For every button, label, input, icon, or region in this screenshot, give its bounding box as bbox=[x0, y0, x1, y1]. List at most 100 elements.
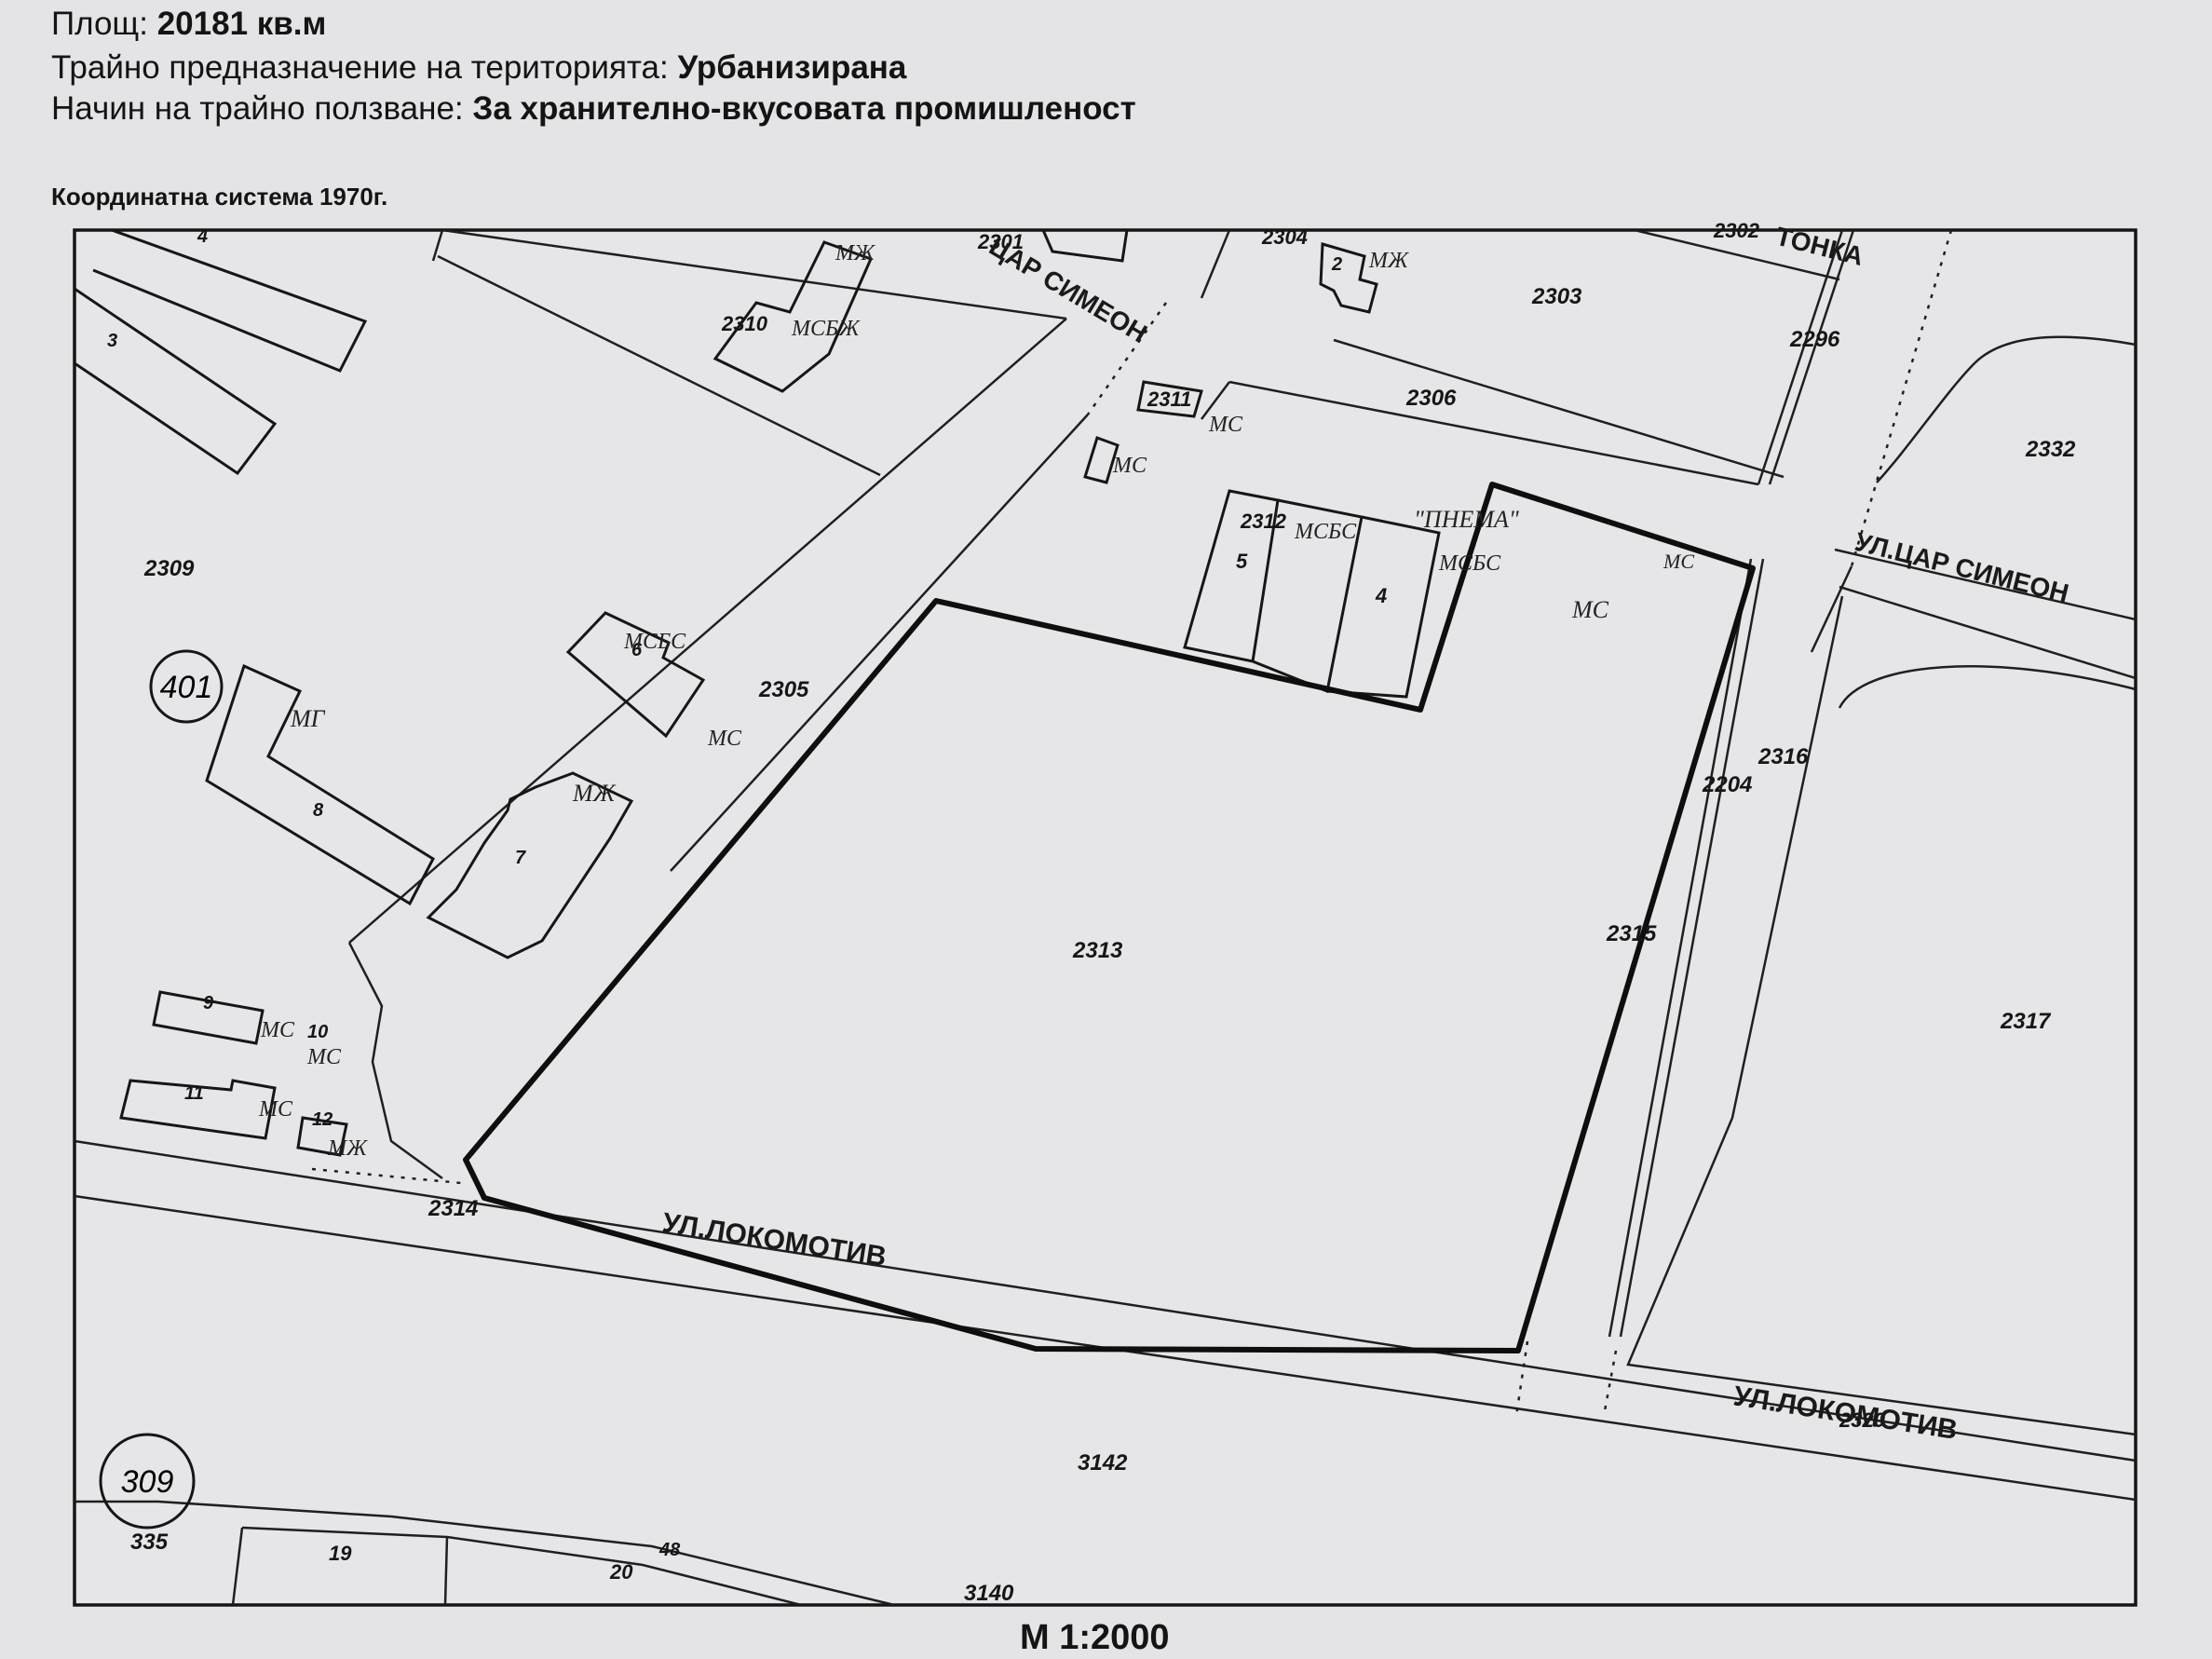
bottom-street-north-edge bbox=[75, 1500, 895, 1605]
simeon-street-east-edge bbox=[670, 414, 1089, 872]
parcel-335-label: 335 bbox=[130, 1530, 169, 1555]
building-number-10: 10 bbox=[307, 1022, 328, 1042]
building-11 bbox=[119, 1079, 277, 1140]
east-street-west-edge-top bbox=[1768, 230, 1855, 485]
building-8 bbox=[205, 663, 435, 906]
building-number-3: 3 bbox=[107, 331, 117, 351]
map-frame bbox=[73, 228, 2137, 1607]
parcel-2204-label: 2204 bbox=[1702, 772, 1752, 797]
usage-code-ms-7: МС bbox=[306, 1045, 342, 1069]
building-number-5: 5 bbox=[1236, 550, 1248, 573]
parcel-2309-label: 2309 bbox=[143, 556, 195, 581]
lot-19-west-line bbox=[231, 1527, 244, 1605]
parcel-2303-south-line bbox=[1333, 338, 1785, 479]
building-6 bbox=[565, 611, 706, 739]
parcel-2304-label: 2304 bbox=[1261, 225, 1308, 249]
parcel-2314-line bbox=[347, 942, 443, 1180]
block-401-circle bbox=[149, 649, 224, 724]
parcel-2311-label: 2311 bbox=[1147, 388, 1191, 411]
usage-code-ms-8: МС bbox=[258, 1097, 293, 1122]
parcel-2320-label: 2320 bbox=[1839, 1408, 1886, 1432]
lokomotiv-street-north-edge bbox=[75, 1139, 2136, 1462]
building-2304 bbox=[1319, 242, 1378, 314]
parcel-3140-label: 3140 bbox=[964, 1581, 1014, 1606]
parcel-2309-north-line bbox=[441, 230, 1067, 320]
area-value: 20181 кв.м bbox=[156, 6, 327, 42]
firm-label-pnema: "ПНЕМА" bbox=[1414, 506, 1519, 533]
purpose-label: Трайно предназначение на територията: bbox=[51, 49, 669, 86]
parcel-2305-label: 2305 bbox=[758, 677, 809, 702]
usage-code-ms-6: МС bbox=[260, 1018, 295, 1042]
parcel-2316-label: 2316 bbox=[1757, 744, 1809, 769]
coordinate-system-label: Координатна система 1970г. bbox=[51, 183, 388, 211]
parcel-2317-boundary bbox=[1626, 595, 2136, 1436]
usage-label: Начин на трайно ползване: bbox=[51, 90, 464, 127]
parcel-2317-label: 2317 bbox=[2000, 1009, 2052, 1034]
east-street-west-edge-top-2 bbox=[1757, 230, 1844, 485]
building-4-top bbox=[92, 230, 368, 373]
east-street-crossing-dotted-1 bbox=[1514, 1340, 1529, 1417]
block-401-label: 401 bbox=[160, 670, 213, 705]
parcel-2301-label: 2301 bbox=[977, 230, 1024, 253]
parcel-2306-label: 2306 bbox=[1405, 386, 1457, 411]
usage-code-msbs-2: МСБС bbox=[1438, 551, 1501, 576]
building-number-12: 12 bbox=[312, 1109, 332, 1130]
block-309-label: 309 bbox=[121, 1464, 174, 1500]
east-street-east-edge bbox=[1810, 565, 1853, 653]
parcel-2332-label: 2332 bbox=[2025, 437, 2076, 462]
usage-line: Начин на трайно ползване: За хранително-… bbox=[51, 92, 1136, 125]
usage-code-msbzh: МСБЖ bbox=[791, 317, 861, 341]
usage-code-mzh-2: МЖ bbox=[835, 241, 875, 265]
usage-code-mzh-1: МЖ bbox=[572, 780, 617, 807]
parcel-2303-west-line bbox=[1200, 230, 1231, 299]
area-label: Площ: bbox=[51, 6, 148, 42]
building-12 bbox=[296, 1116, 348, 1157]
parcel-2302-label: 2302 bbox=[1713, 219, 1760, 242]
building-9 bbox=[152, 990, 265, 1045]
parcel-2315-label: 2315 bbox=[1606, 921, 1657, 946]
parcel-2332-boundary bbox=[1876, 335, 2136, 483]
building-number-2: 2 bbox=[1331, 254, 1342, 275]
usage-code-mzh-4: МЖ bbox=[327, 1136, 368, 1161]
building-7 bbox=[426, 771, 634, 959]
usage-code-msbs-3: МСБС bbox=[623, 630, 686, 654]
lot-20-west-line bbox=[443, 1536, 449, 1605]
east-street-east-dotted bbox=[1850, 230, 1953, 567]
usage-code-msbs-1: МСБС bbox=[1294, 520, 1357, 544]
building-number-4: 4 bbox=[1375, 584, 1387, 607]
simeon-street-east-dotted bbox=[1086, 302, 1168, 415]
building-2301 bbox=[1041, 230, 1129, 263]
simeon-east-north-edge bbox=[1834, 548, 2136, 621]
subject-parcel-2313-boundary bbox=[463, 482, 1756, 1353]
parcel-2312-label: 2312 bbox=[1240, 510, 1287, 533]
usage-code-mzh-3: МЖ bbox=[1368, 249, 1409, 273]
block-309-circle bbox=[99, 1433, 196, 1530]
building-2310 bbox=[712, 240, 874, 393]
building-number-20: 20 bbox=[609, 1560, 633, 1584]
simeon-east-south-edge bbox=[1839, 585, 2136, 680]
parcel-2310-label: 2310 bbox=[721, 312, 768, 335]
usage-code-ms-2: МС bbox=[1112, 454, 1147, 478]
building-number-9: 9 bbox=[203, 993, 214, 1013]
simeon-street-west-edge bbox=[348, 318, 1067, 944]
parcel-2303-north-line bbox=[1634, 230, 1840, 281]
parcel-2306-north-line bbox=[1228, 380, 1759, 486]
building-ms-small bbox=[1083, 436, 1120, 484]
parcel-3142-label: 3142 bbox=[1078, 1450, 1128, 1475]
usage-value: За хранително-вкусовата промишленост bbox=[472, 90, 1136, 127]
east-street-west-edge bbox=[1619, 558, 1765, 1338]
building-4 bbox=[1326, 515, 1441, 699]
building-number-6: 6 bbox=[631, 640, 643, 660]
bottom-lot-edge bbox=[241, 1526, 802, 1605]
building-3 bbox=[75, 287, 278, 476]
purpose-value: Урбанизирана bbox=[677, 49, 907, 86]
building-middle bbox=[1252, 498, 1364, 694]
east-street-west-edge-2 bbox=[1608, 558, 1753, 1338]
parcel-2313-label: 2313 bbox=[1072, 938, 1123, 963]
usage-code-mg: МГ bbox=[290, 705, 326, 732]
building-number-19: 19 bbox=[329, 1542, 352, 1565]
building-number-8: 8 bbox=[313, 800, 324, 821]
scale-label: M 1:2000 bbox=[1020, 1618, 1170, 1657]
parcel-2309-inner-line bbox=[437, 254, 881, 477]
